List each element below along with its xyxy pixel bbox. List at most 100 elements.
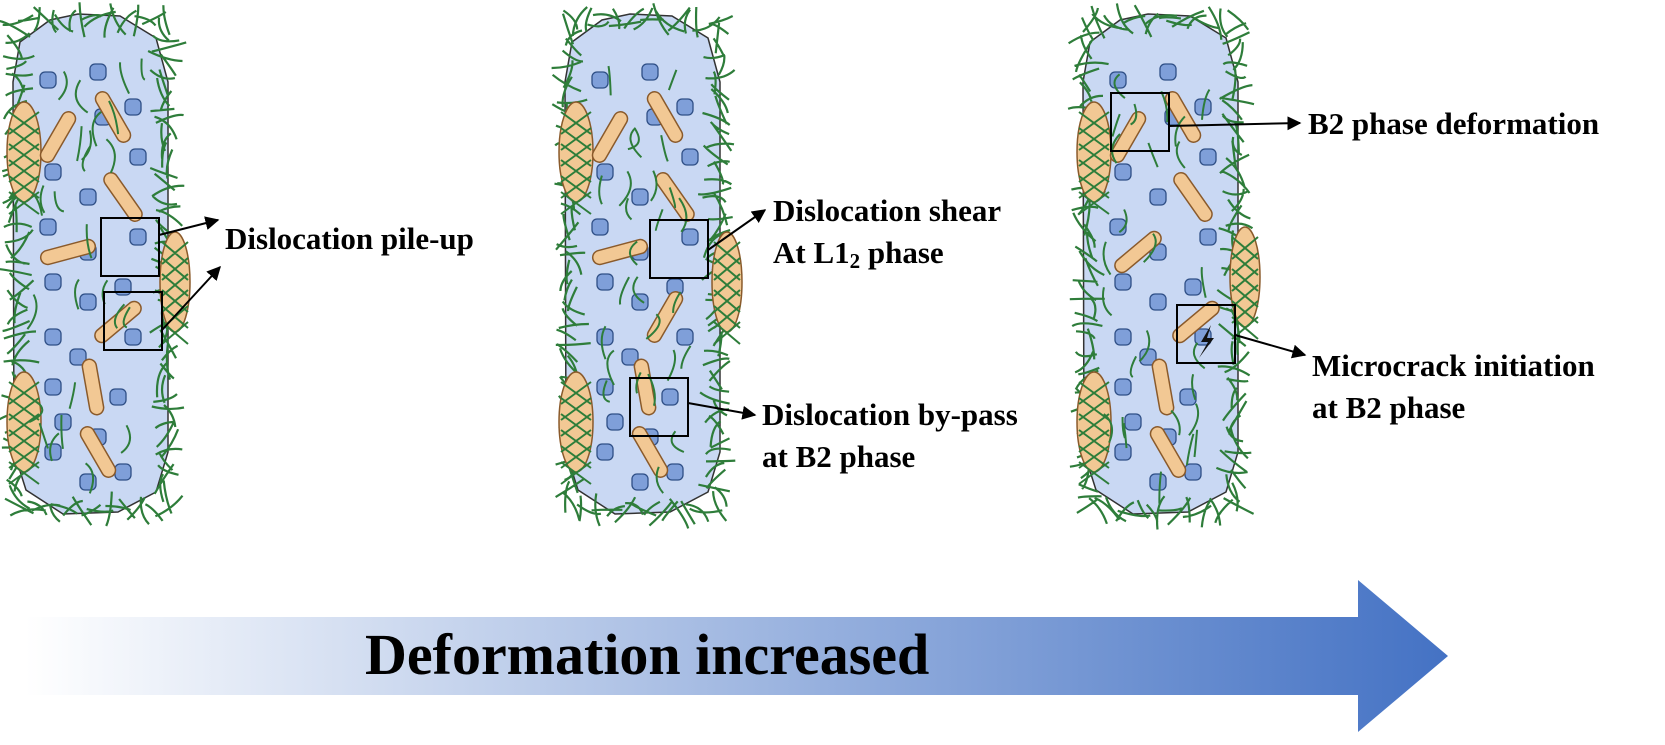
gb-dislocation-hatch [8,111,40,215]
label-dislocation-shear-line1: Dislocation shear [773,193,1002,228]
l12-particle [631,473,649,491]
grain-stage-1 [0,2,191,527]
leader-shear [707,209,767,251]
gb-dislocation-hatch [560,381,592,485]
label-dislocation-bypass-line2: at B2 phase [762,439,916,474]
l12-particle [1199,228,1217,246]
leader-b2def [1168,116,1302,131]
l12-particle [129,228,147,246]
callout-box-bypass [629,377,689,437]
l12-particle [631,188,649,206]
l12-particle [1179,388,1197,406]
l12-particle [44,273,62,291]
l12-particle [39,218,57,236]
l12-particle [676,328,694,346]
deformation-arrow [25,580,1448,732]
l12-particle [681,228,699,246]
interior-dislocations [26,58,146,494]
b2-rod [631,426,669,478]
boundary-dislocations [0,2,187,527]
leader-crack [1234,334,1307,359]
l12-particle [1114,273,1132,291]
gb-dislocation-hatch [713,241,741,345]
gb-dislocation-hatch [1231,236,1259,340]
leader-bypass [687,402,757,420]
grain-body [0,2,191,527]
label-microcrack-line1: Microcrack initiation [1312,348,1595,383]
b2-rod [1149,426,1187,478]
l12-particle [596,163,614,181]
boundary-dislocations [551,3,736,529]
gb-dislocation-hatch [8,381,40,485]
l12-particle [676,98,694,116]
callout-box-pileup-upper [100,217,160,277]
l12-particle [596,273,614,291]
l12-particle [661,388,679,406]
l12-particle [1124,413,1142,431]
microcrack-icon [1199,325,1214,358]
l12-particle [1149,188,1167,206]
interior-dislocations [1101,73,1211,504]
l12-particle [129,148,147,166]
l12-particle [1184,463,1202,481]
b2-rod [81,358,105,416]
l12-particle [666,463,684,481]
l12-particle [69,348,87,366]
l12-particle [591,71,609,89]
grain-stage-3 [1067,3,1261,530]
l12-particle [681,148,699,166]
l12-particle [1114,163,1132,181]
grain-stage-2 [551,3,743,529]
b2-rod [94,300,142,344]
label-microcrack-line2: at B2 phase [1312,390,1466,425]
l12-particle [44,163,62,181]
l12-particle [1149,293,1167,311]
b2-rod [79,426,117,478]
l12-particle [1114,378,1132,396]
b2-rod [1114,230,1162,274]
label-b2-phase-deformation: B2 phase deformation [1308,106,1600,141]
l12-particle [124,98,142,116]
l12-particle [606,413,624,431]
grain-body [551,3,743,529]
l12-particle [596,328,614,346]
label-dislocation-shear: Dislocation shear At L12 phase [773,190,1001,274]
boundary-dislocations [1067,3,1257,530]
leader-pileup-lower [161,265,221,331]
l12-particle [44,378,62,396]
callout-box-pileup-lower [103,291,163,351]
l12-particle [631,293,649,311]
b2-rod [1173,172,1213,222]
b2-rod [39,111,77,163]
l12-particle [79,293,97,311]
l12-particle [124,328,142,346]
gb-dislocation-hatch [1078,111,1110,215]
l12-particle [54,413,72,431]
l12-particle [114,463,132,481]
gb-dislocation-hatch [1078,381,1110,485]
callout-box-b2def [1110,92,1170,152]
label-dislocation-shear-line2: At L12 phase [773,235,944,273]
b2-rod [94,91,132,143]
gb-dislocation-hatch [560,111,592,215]
callout-box-crack [1176,304,1236,364]
l12-particle [641,63,659,81]
l12-particle [44,328,62,346]
b2-rod [646,91,684,143]
l12-particle [1184,278,1202,296]
b2-rod [1151,358,1175,416]
label-microcrack-initiation: Microcrack initiation at B2 phase [1312,345,1595,429]
l12-particle [596,443,614,461]
leader-pileup-upper [158,216,220,236]
l12-particle [79,188,97,206]
interior-dislocations [598,65,692,494]
label-dislocation-pileup: Dislocation pile-up [225,221,474,256]
l12-particle [39,71,57,89]
l12-particle [1114,328,1132,346]
l12-particle [1159,63,1177,81]
l12-particle [109,388,127,406]
b2-rod [591,111,629,163]
l12-particle [1114,443,1132,461]
callouts [100,92,1307,437]
